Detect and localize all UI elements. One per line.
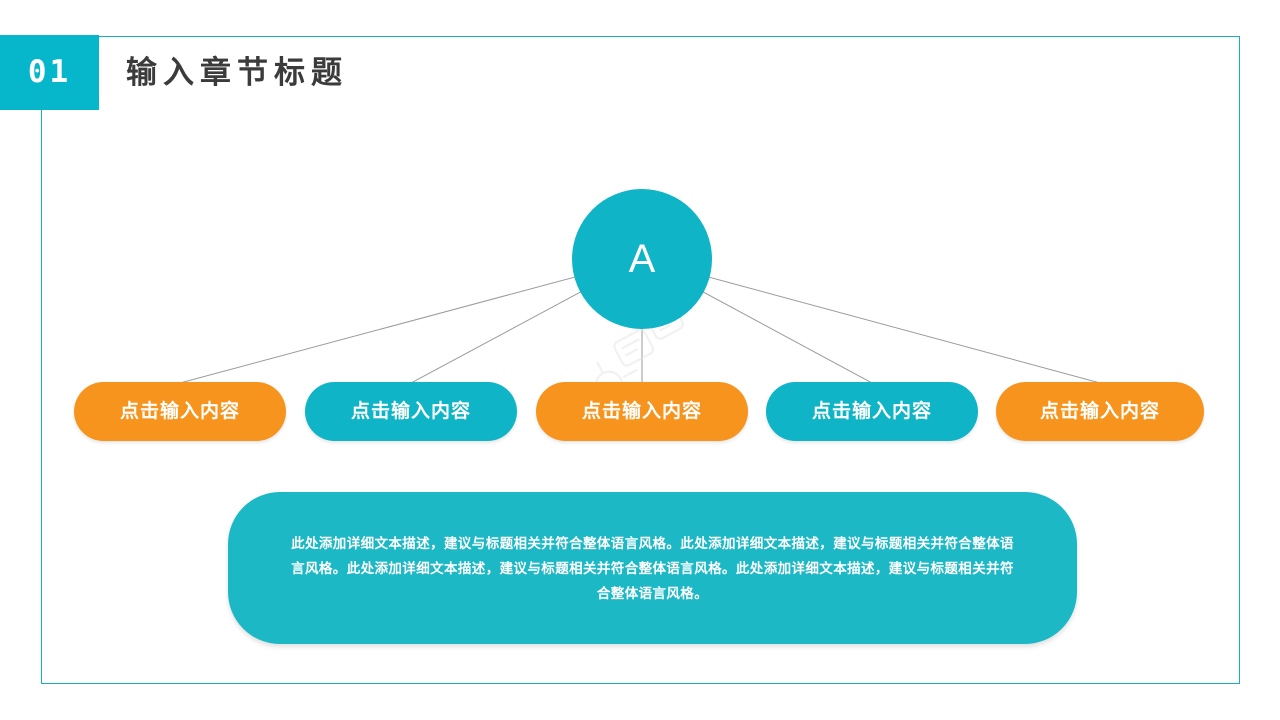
node-pill-5[interactable]: 点击输入内容: [996, 382, 1204, 441]
node-pill-3[interactable]: 点击输入内容: [536, 382, 748, 441]
node-pill-1[interactable]: 点击输入内容: [74, 382, 286, 441]
node-pill-2-label: 点击输入内容: [350, 401, 471, 422]
description-box[interactable]: 此处添加详细文本描述，建议与标题相关并符合整体语言风格。此处添加详细文本描述，建…: [228, 492, 1077, 644]
node-pill-1-label: 点击输入内容: [119, 401, 240, 422]
node-pill-4-label: 点击输入内容: [811, 401, 932, 422]
center-node-label: A: [628, 237, 656, 281]
section-number-label: 01: [27, 54, 72, 90]
node-pill-2[interactable]: 点击输入内容: [305, 382, 517, 441]
description-text: 此处添加详细文本描述，建议与标题相关并符合整体语言风格。此处添加详细文本描述，建…: [291, 535, 1014, 601]
section-number-badge: 01: [0, 35, 99, 110]
node-pill-3-label: 点击输入内容: [581, 401, 702, 422]
node-pill-5-label: 点击输入内容: [1039, 401, 1160, 422]
node-pill-4[interactable]: 点击输入内容: [766, 382, 978, 441]
center-node-a[interactable]: A: [572, 189, 712, 329]
slide-border-frame: [41, 36, 1240, 684]
page-title: 输入章节标题: [126, 55, 348, 90]
